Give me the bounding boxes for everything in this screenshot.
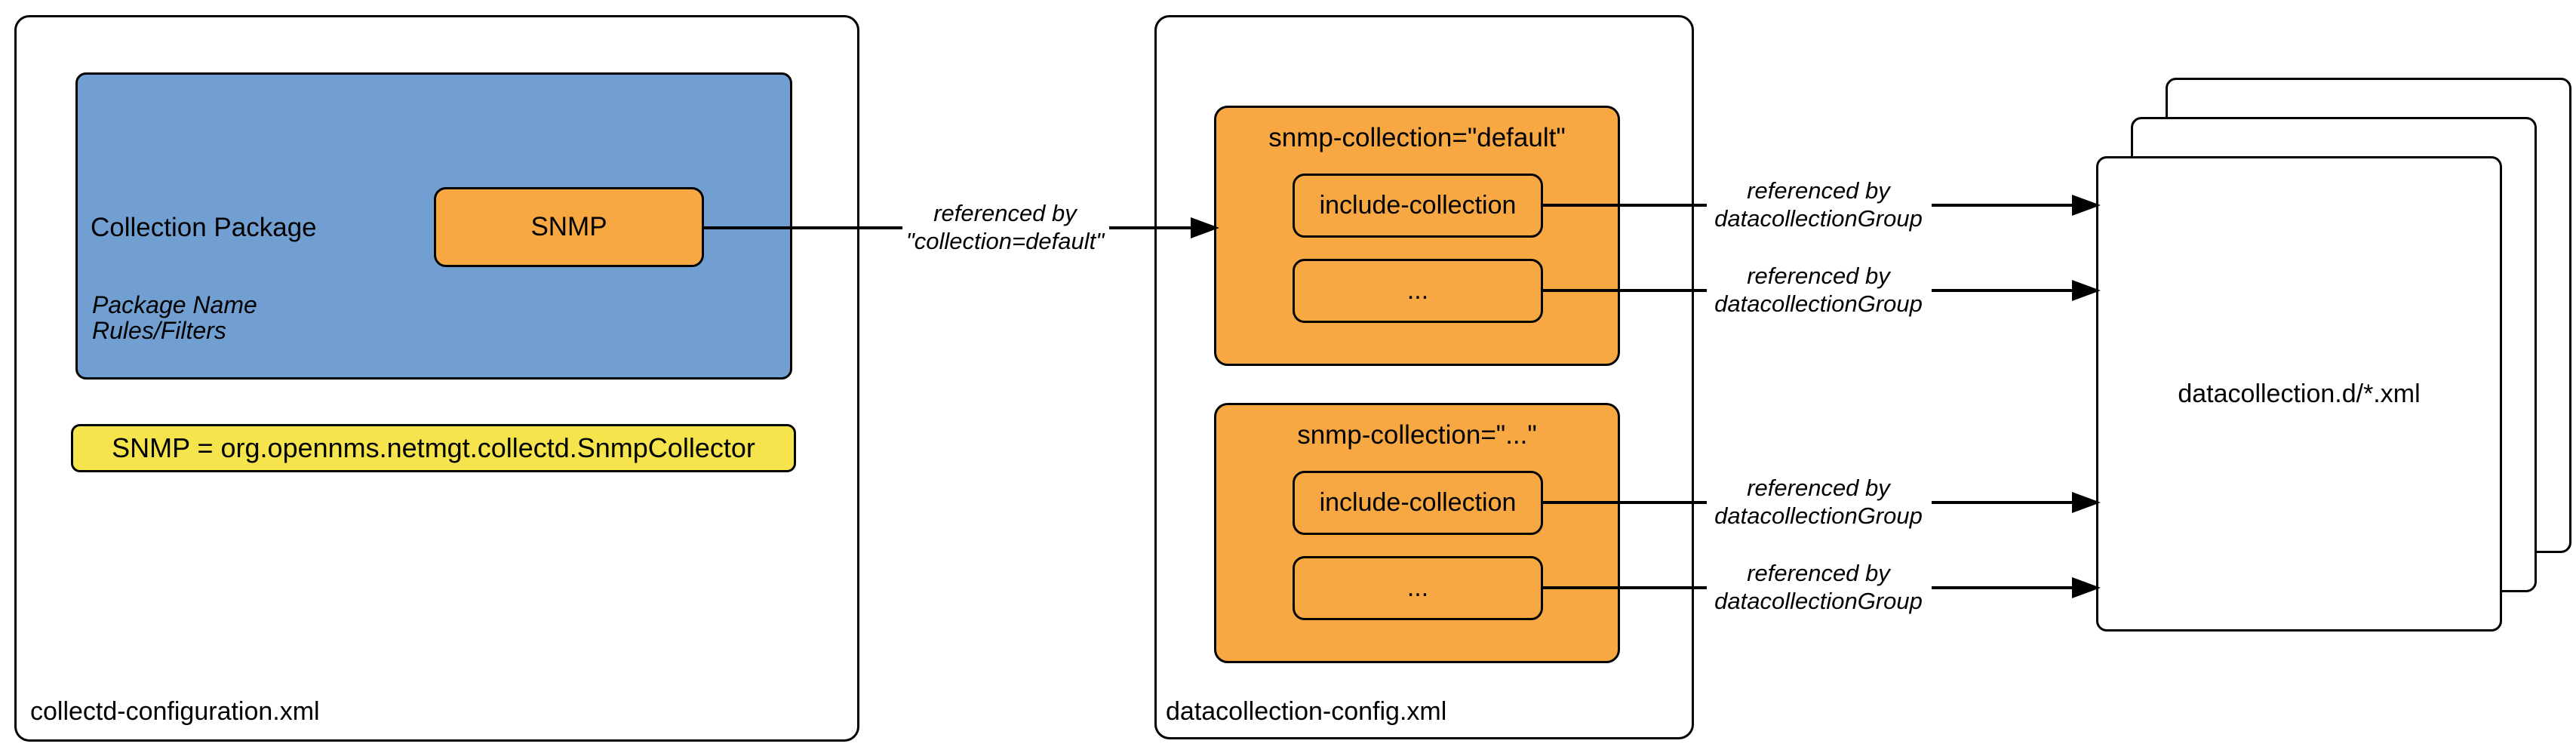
snmp-collector-mapping-label: SNMP = org.opennms.netmgt.collectd.SnmpC… xyxy=(112,432,755,463)
right-arrow-label-4-line2: datacollectionGroup xyxy=(1714,588,1923,614)
include-collection-box-1: include-collection xyxy=(1293,174,1543,238)
right-arrow-label-4-line1: referenced by xyxy=(1747,560,1890,586)
left-arrow-label-line1: referenced by xyxy=(933,200,1077,226)
include-collection-label-2: include-collection xyxy=(1319,488,1517,517)
right-arrow-label-2: referenced by datacollectionGroup xyxy=(1692,262,1945,318)
include-collection-label-1: include-collection xyxy=(1319,191,1517,220)
collection-package-title: Collection Package xyxy=(91,213,317,242)
snmp-service-box: SNMP xyxy=(434,187,704,267)
ellipsis-box-2: ... xyxy=(1293,556,1543,620)
right-arrow-label-3: referenced by datacollectionGroup xyxy=(1692,474,1945,530)
right-arrow-label-2-line2: datacollectionGroup xyxy=(1714,290,1923,317)
snmp-collection-other-title: snmp-collection="..." xyxy=(1297,420,1537,450)
ellipsis-label-2: ... xyxy=(1406,573,1429,602)
datacollection-doc-label: datacollection.d/*.xml xyxy=(2178,379,2421,408)
ellipsis-box-1: ... xyxy=(1293,259,1543,323)
include-collection-box-2: include-collection xyxy=(1293,471,1543,535)
collectd-configuration-file-label: collectd-configuration.xml xyxy=(30,697,320,726)
right-arrow-label-3-line2: datacollectionGroup xyxy=(1714,502,1923,529)
datacollection-config-file-label: datacollection-config.xml xyxy=(1166,697,1447,726)
right-arrow-label-3-line1: referenced by xyxy=(1747,475,1890,501)
right-arrow-label-4: referenced by datacollectionGroup xyxy=(1692,559,1945,615)
rules-filters-detail: Rules/Filters xyxy=(92,317,226,344)
snmp-service-label: SNMP xyxy=(530,212,607,241)
ellipsis-label-1: ... xyxy=(1406,276,1429,305)
left-arrow-label: referenced by "collection=default" xyxy=(853,199,1157,255)
snmp-collection-default-title: snmp-collection="default" xyxy=(1268,123,1566,152)
right-arrow-label-1-line2: datacollectionGroup xyxy=(1714,205,1923,232)
datacollection-doc-front: datacollection.d/*.xml xyxy=(2096,156,2502,632)
package-name-detail: Package Name xyxy=(92,291,257,318)
left-arrow-label-line2: "collection=default" xyxy=(905,228,1105,254)
right-arrow-label-1: referenced by datacollectionGroup xyxy=(1692,177,1945,232)
right-arrow-label-2-line1: referenced by xyxy=(1747,263,1890,289)
right-arrow-label-1-line1: referenced by xyxy=(1747,177,1890,204)
snmp-collector-mapping-box: SNMP = org.opennms.netmgt.collectd.SnmpC… xyxy=(71,424,796,472)
